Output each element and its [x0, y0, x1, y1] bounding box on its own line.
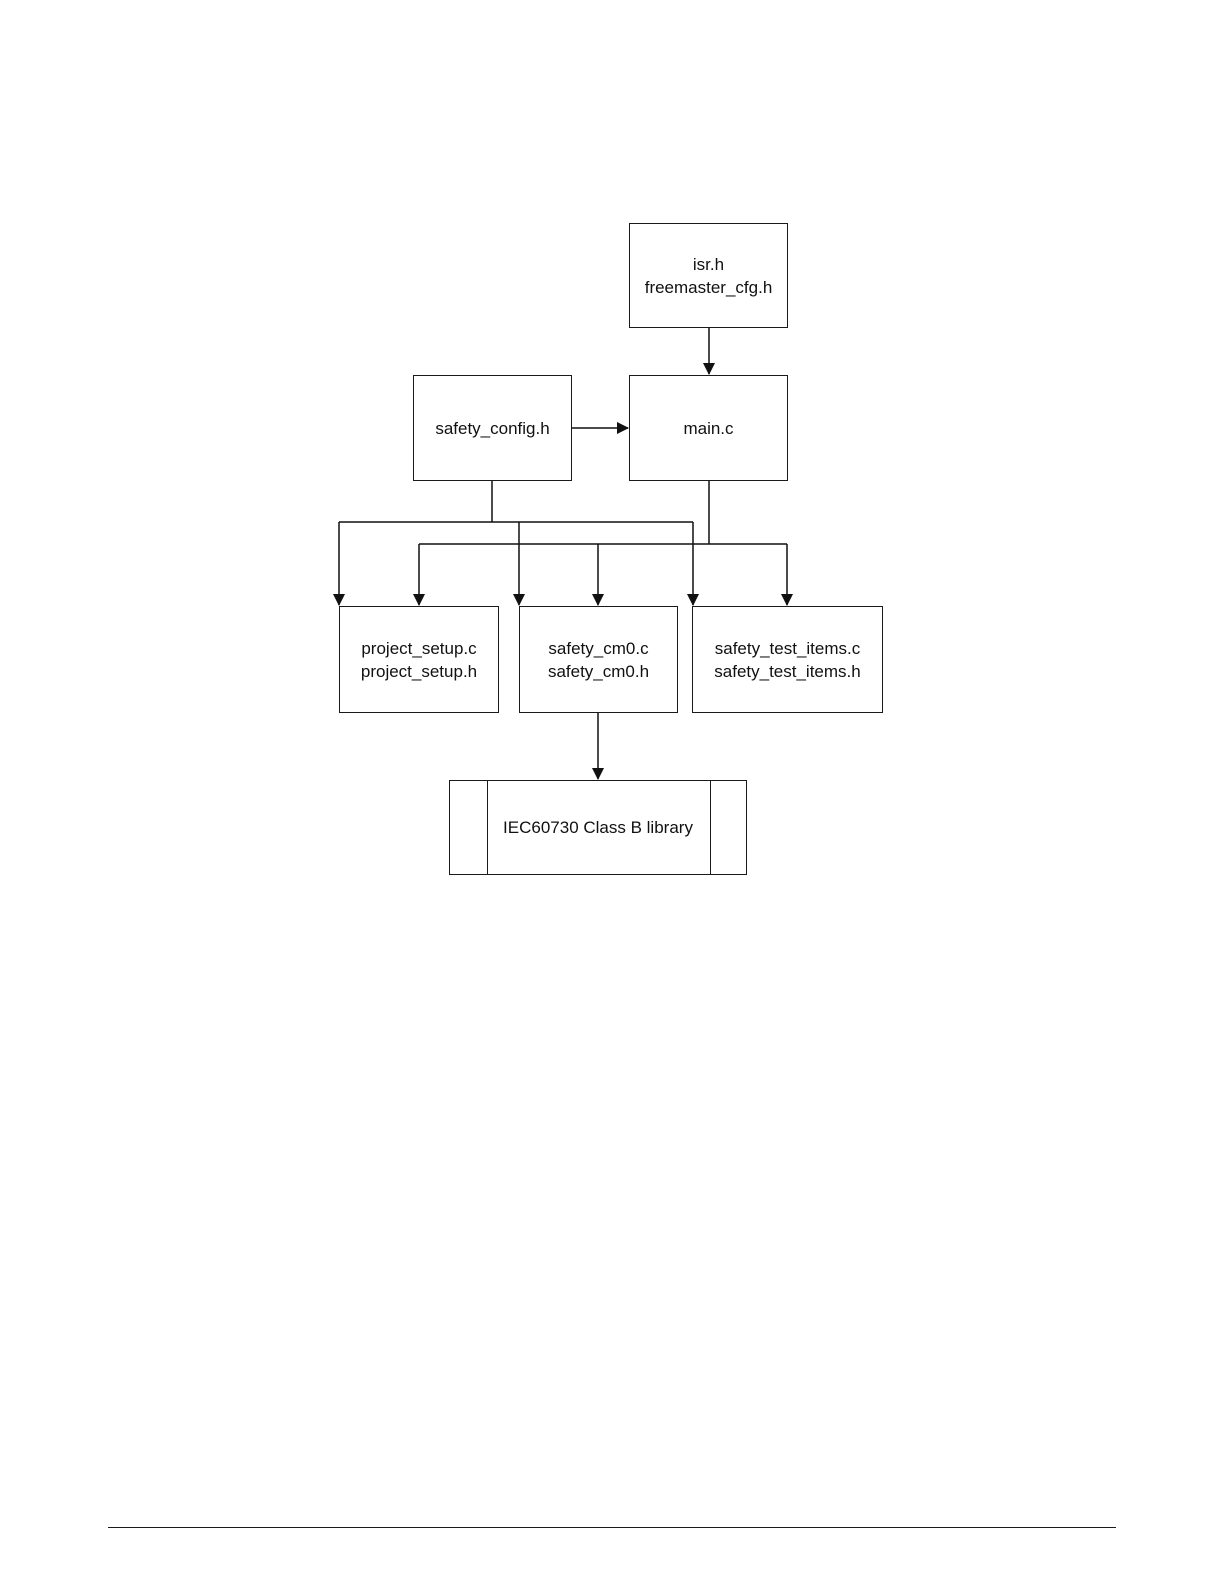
library-inner-right-border — [710, 781, 711, 874]
node-main-line-1: main.c — [683, 417, 733, 440]
node-project-setup-line-1: project_setup.c — [361, 637, 476, 660]
footer-divider — [108, 1527, 1116, 1528]
node-safety-test-items-line-2: safety_test_items.h — [714, 660, 860, 683]
node-safety-cm0-line-1: safety_cm0.c — [548, 637, 648, 660]
node-project-setup: project_setup.c project_setup.h — [339, 606, 499, 713]
node-library: IEC60730 Class B library — [449, 780, 747, 875]
node-isr-line-1: isr.h — [693, 253, 724, 276]
node-isr-line-2: freemaster_cfg.h — [645, 276, 773, 299]
node-safety-config-line-1: safety_config.h — [435, 417, 549, 440]
node-library-line-1: IEC60730 Class B library — [503, 816, 693, 839]
library-inner-left-border — [487, 781, 488, 874]
node-safety-cm0: safety_cm0.c safety_cm0.h — [519, 606, 678, 713]
node-main: main.c — [629, 375, 788, 481]
node-safety-cm0-line-2: safety_cm0.h — [548, 660, 649, 683]
node-safety-test-items: safety_test_items.c safety_test_items.h — [692, 606, 883, 713]
node-isr: isr.h freemaster_cfg.h — [629, 223, 788, 328]
node-safety-test-items-line-1: safety_test_items.c — [715, 637, 861, 660]
node-project-setup-line-2: project_setup.h — [361, 660, 477, 683]
node-safety-config: safety_config.h — [413, 375, 572, 481]
